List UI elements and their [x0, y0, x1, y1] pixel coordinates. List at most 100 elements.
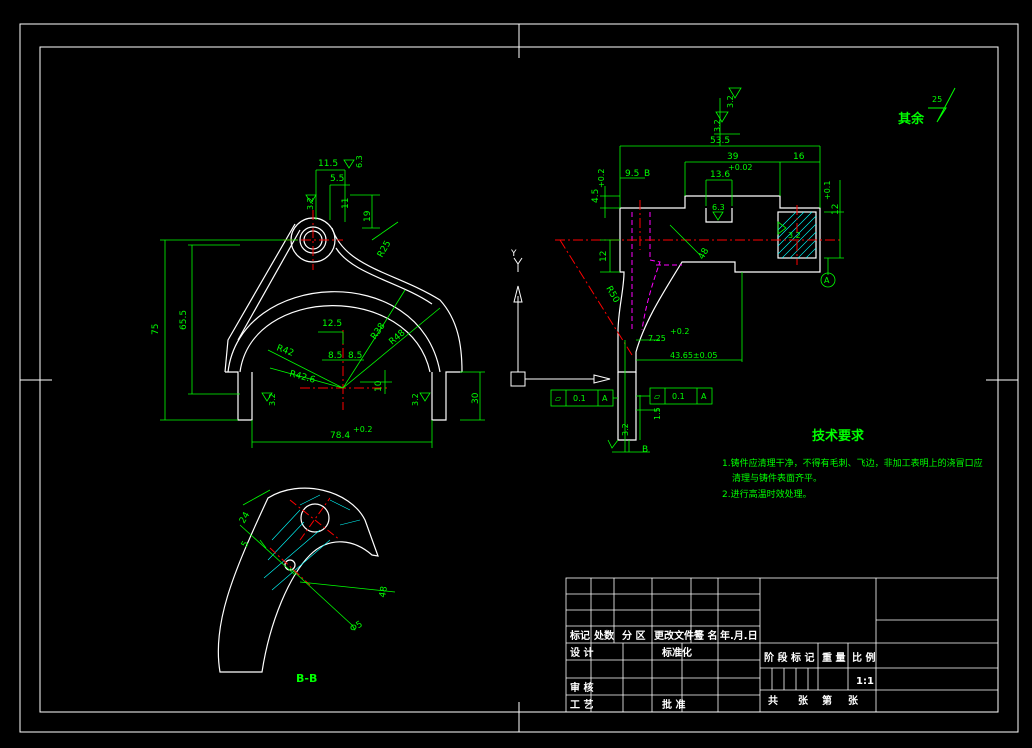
datum-a-symbol — [820, 272, 836, 288]
tb-sheji: 设 计 — [570, 646, 593, 659]
rough-3-2-top: 3.2 — [306, 197, 315, 210]
side-view-roughness — [607, 87, 787, 449]
front-view-roughness — [261, 159, 431, 402]
side-view-hidden — [631, 212, 682, 331]
title-block-grid — [565, 577, 999, 713]
rough-3-2-right: 3.2 — [411, 393, 420, 406]
dim-r25: R25 — [376, 239, 394, 259]
tb-zhang2: 张 — [848, 694, 859, 707]
sheet-frame — [19, 23, 1019, 733]
rough-3-2-top: 3.2 — [726, 95, 735, 108]
dim-8-5a: 8.5 — [328, 351, 342, 361]
dim-r48: R48 — [388, 328, 408, 347]
axis-y-label: Y — [510, 249, 517, 259]
dim-12-h: 12 — [831, 204, 841, 215]
dim-5-5: 5.5 — [330, 174, 344, 184]
dim-10: 10 — [374, 380, 384, 392]
tol-right-datum: A — [701, 392, 707, 401]
dim-43-65: 43.65±0.05 — [670, 351, 717, 360]
dim-1-5: 1.5 — [653, 407, 662, 420]
tb-genggai: 更改文件号 — [654, 629, 704, 642]
tol-left-symbol: ▱ — [555, 394, 562, 403]
rough-3-2-hole: 3.2 — [788, 231, 801, 240]
tol-frame-left: ▱ 0.1 A — [550, 389, 618, 407]
label-b-top: B — [644, 169, 650, 179]
dim-r48-side: 48 — [697, 246, 712, 261]
dim-53-5: 53.5 — [710, 136, 730, 146]
rough-3-2-second: 3.2 — [713, 119, 722, 132]
dim-30: 30 — [471, 392, 481, 404]
tb-qianming: 签 名 — [693, 629, 717, 642]
tb-chushu: 处数 — [593, 629, 615, 642]
tb-di: 第 — [822, 694, 832, 707]
tb-shenhe: 审 核 — [570, 681, 593, 694]
tol-right-value: 0.1 — [672, 392, 685, 401]
roughness-other-label: 其余 — [898, 111, 925, 127]
ucs-axes — [510, 257, 611, 387]
side-view-dim-text: 53.5 39 16 9.5 B 13.6 +0.02 4.5 +0.2 12 … — [591, 95, 841, 455]
side-view: A ▱ 0.1 A ▱ 0.1 A 53.5 39 16 9.5 B 13.6 — [550, 87, 844, 455]
tb-jieduan: 阶 段 标 记 — [764, 651, 814, 664]
tech-req-line1: 1.铸件应清理干净，不得有毛刺、飞边，非加工表明上的浇冒口应 — [722, 457, 983, 469]
roughness-other-symbol — [928, 87, 956, 123]
front-view: 11.5 5.5 11 19 75 65.5 R25 12.5 R42 R42.… — [151, 155, 485, 448]
roughness-other-value: 25 — [932, 95, 942, 104]
dim-39: 39 — [727, 152, 739, 162]
dim-78-4-tol: +0.2 — [353, 425, 372, 434]
dim-4-5: 4.5 — [591, 189, 601, 203]
tech-requirements: 技术要求 1.铸件应清理干净，不得有毛刺、飞边，非加工表明上的浇冒口应 清理与铸… — [722, 428, 983, 500]
dim-75: 75 — [151, 324, 161, 335]
rough-3-2-bottom: 3.2 — [621, 423, 630, 436]
dim-7-25-tol: +0.2 — [670, 327, 689, 336]
roughness-other: 其余 25 — [898, 87, 956, 127]
dim-78-4: 78.4 — [330, 431, 350, 441]
dim-13-6-tol: +0.02 — [728, 163, 753, 172]
dim-12-5: 12.5 — [322, 319, 342, 329]
dim-7-25: 7.25 — [648, 334, 666, 343]
side-view-centerlines — [555, 200, 840, 356]
tb-bili: 比 例 — [852, 651, 875, 664]
tb-gongyi: 工 艺 — [570, 698, 593, 711]
dim-12-h-tol: +0.1 — [823, 181, 832, 200]
dim-11-5: 11.5 — [318, 159, 338, 169]
rough-6-3: 6.3 — [355, 155, 364, 168]
tb-zhang1: 张 — [798, 694, 809, 707]
dim-r42-6: R42.6 — [288, 369, 316, 386]
tol-right-symbol: ▱ — [654, 392, 661, 401]
dim-r38: R38 — [369, 321, 388, 341]
tb-gong: 共 — [768, 694, 778, 707]
tol-left-value: 0.1 — [573, 394, 586, 403]
tol-left-datum: A — [602, 394, 608, 403]
section-label: B-B — [296, 672, 317, 685]
dim-8-5b: 8.5 — [348, 351, 362, 361]
dim-13-6: 13.6 — [710, 170, 730, 180]
dim-16: 16 — [793, 152, 805, 162]
tb-pizhun: 批 准 — [662, 698, 685, 711]
title-block: 标记 处数 分 区 更改文件号 签 名 年.月.日 设 计 标准化 阶 段 标 … — [565, 577, 999, 713]
dim-19: 19 — [363, 210, 373, 222]
dim-65-5: 65.5 — [179, 310, 189, 330]
section-dim-48: 48 — [378, 585, 390, 598]
tb-biaozhunhua: 标准化 — [661, 646, 692, 659]
front-view-outline — [224, 217, 463, 421]
dim-11: 11 — [341, 198, 351, 209]
tb-biaoji: 标记 — [569, 629, 590, 642]
side-view-hatch — [777, 211, 817, 259]
rough-3-2-left: 3.2 — [268, 393, 277, 406]
section-dim-5: 5 — [240, 540, 252, 550]
section-view: 24 48 5 Φ5 B-B — [217, 487, 396, 685]
datum-a-label: A — [824, 276, 830, 285]
section-centerlines — [269, 497, 341, 586]
dim-12-v: 12 — [599, 251, 609, 262]
front-view-dimlines — [160, 169, 485, 448]
side-view-dimlines — [600, 98, 844, 453]
tech-req-line2: 清理与铸件表面齐平。 — [732, 472, 822, 484]
tb-bili-value: 1:1 — [856, 676, 874, 687]
section-dimlines — [239, 489, 396, 626]
tol-frame-right: ▱ 0.1 A — [636, 387, 713, 405]
label-b-bottom: B — [642, 445, 648, 455]
tb-fenqu: 分 区 — [622, 629, 645, 642]
tech-req-title: 技术要求 — [812, 428, 865, 444]
section-dim-phi5: Φ5 — [349, 620, 365, 635]
